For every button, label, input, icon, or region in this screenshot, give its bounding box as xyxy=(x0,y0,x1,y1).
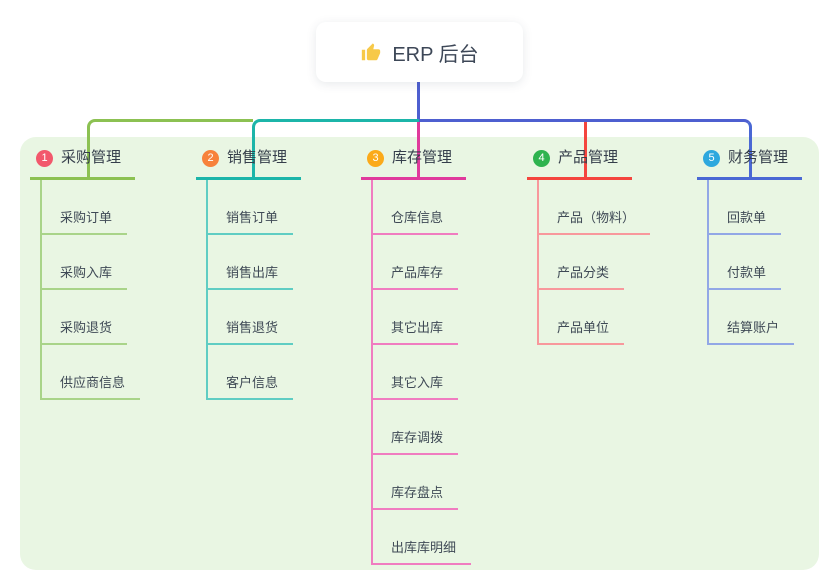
branch-label: 销售管理 xyxy=(227,149,288,166)
branch-number-badge: 5 xyxy=(703,149,720,167)
branch-children: 仓库信息产品库存其它出库其它入库库存调拨库存盘点出库库明细 xyxy=(371,180,472,565)
branch-label: 产品管理 xyxy=(558,149,619,166)
child-node[interactable]: 销售订单 xyxy=(208,180,294,235)
root-node[interactable]: ERP 后台 xyxy=(316,22,523,82)
child-node[interactable]: 供应商信息 xyxy=(42,345,141,400)
branch-header-inventory[interactable]: 3 库存管理 xyxy=(361,148,467,180)
mindmap-board xyxy=(20,137,819,570)
child-node[interactable]: 销售退货 xyxy=(208,290,294,345)
branch-label: 库存管理 xyxy=(392,149,453,166)
root-stem-line xyxy=(417,82,420,121)
child-node[interactable]: 出库库明细 xyxy=(373,510,472,565)
branch-number-badge: 4 xyxy=(533,149,550,167)
branch-children: 回款单付款单结算账户 xyxy=(707,180,802,345)
child-node[interactable]: 客户信息 xyxy=(208,345,294,400)
child-node[interactable]: 库存调拨 xyxy=(373,400,459,455)
branch-children: 产品（物料）产品分类产品单位 xyxy=(537,180,651,345)
child-node[interactable]: 产品库存 xyxy=(373,235,459,290)
child-node[interactable]: 库存盘点 xyxy=(373,455,459,510)
branch-finance: 5 财务管理回款单付款单结算账户 xyxy=(697,148,803,345)
branch-label: 财务管理 xyxy=(728,149,789,166)
child-node[interactable]: 采购订单 xyxy=(42,180,128,235)
child-node[interactable]: 销售出库 xyxy=(208,235,294,290)
branch-header-finance[interactable]: 5 财务管理 xyxy=(697,148,803,180)
branch-purchase: 1 采购管理采购订单采购入库采购退货供应商信息 xyxy=(30,148,141,400)
branch-sales: 2 销售管理销售订单销售出库销售退货客户信息 xyxy=(196,148,302,400)
branch-children: 采购订单采购入库采购退货供应商信息 xyxy=(40,180,141,400)
child-node[interactable]: 采购入库 xyxy=(42,235,128,290)
branch-number-badge: 2 xyxy=(202,149,219,167)
child-node[interactable]: 结算账户 xyxy=(709,290,795,345)
child-node[interactable]: 采购退货 xyxy=(42,290,128,345)
branch-children: 销售订单销售出库销售退货客户信息 xyxy=(206,180,301,400)
branch-product: 4 产品管理产品（物料）产品分类产品单位 xyxy=(527,148,651,345)
child-node[interactable]: 回款单 xyxy=(709,180,782,235)
root-title: ERP 后台 xyxy=(392,43,479,66)
child-node[interactable]: 产品分类 xyxy=(539,235,625,290)
branch-number-badge: 1 xyxy=(36,149,53,167)
branch-inventory: 3 库存管理仓库信息产品库存其它出库其它入库库存调拨库存盘点出库库明细 xyxy=(361,148,472,565)
branch-header-sales[interactable]: 2 销售管理 xyxy=(196,148,302,180)
branch-header-product[interactable]: 4 产品管理 xyxy=(527,148,633,180)
branch-label: 采购管理 xyxy=(61,149,122,166)
child-node[interactable]: 付款单 xyxy=(709,235,782,290)
child-node[interactable]: 产品（物料） xyxy=(539,180,651,235)
child-node[interactable]: 其它入库 xyxy=(373,345,459,400)
child-node[interactable]: 产品单位 xyxy=(539,290,625,345)
child-node[interactable]: 其它出库 xyxy=(373,290,459,345)
child-node[interactable]: 仓库信息 xyxy=(373,180,459,235)
branch-header-purchase[interactable]: 1 采购管理 xyxy=(30,148,136,180)
branch-number-badge: 3 xyxy=(367,149,384,167)
thumbs-up-icon xyxy=(360,41,382,63)
